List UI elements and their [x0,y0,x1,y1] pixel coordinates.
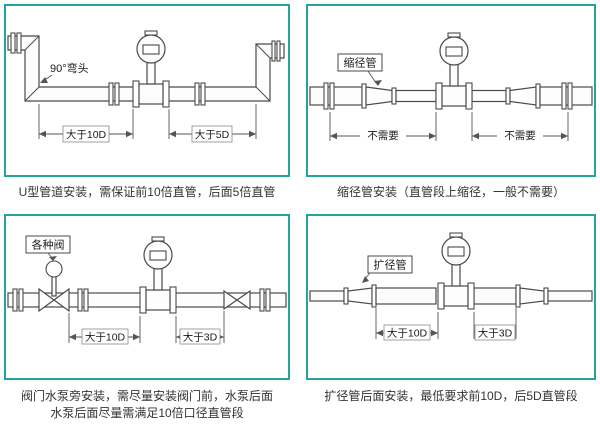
flowmeter-icon [132,30,170,108]
caption-u-type: U型管道安装，需保证前10倍直管，后面5倍直管 [18,185,276,199]
dimension-label: 不需要 [504,130,536,142]
dimension-right: 大于3D [175,311,225,345]
dimension-label: 大于5D [195,128,230,141]
caption-valve-line1: 阀门水泵旁安装，需尽量安装阀门前，水泵后面 [20,389,273,403]
panel-u-type-installation: 大于10D 大于5D 90°弯头 [4,4,290,177]
reducer-fitting [519,287,545,305]
dimension-right: 大于3D [473,308,517,341]
dimension-right: 大于5D [168,104,257,143]
panel-expander-installation: 大于10D 大于3D 扩径管 [306,214,596,380]
diagram-expander: 大于10D 大于3D 扩径管 [309,232,593,341]
pipe-run [309,284,593,308]
callout-reducer: 缩径管 [337,53,383,86]
dimension-label: 大于10D [66,128,107,141]
callout-valve: 各种阀 [25,235,71,261]
expander-fitting [509,86,537,106]
caption-valve-line2: 水泵后面尽量需满足10倍口径直管段 [50,406,244,420]
callout-label: 各种阀 [32,238,65,252]
callout-expander: 扩径管 [362,255,413,283]
flowmeter-icon [139,236,177,314]
dimension-label: 大于10D [387,327,428,340]
panel-valve-installation: 大于10D 大于3D 各种阀 [4,214,290,380]
diagram-u-type: 大于10D 大于5D 90°弯头 [7,30,285,143]
expander-fitting [347,287,373,305]
dimension-label: 不需要 [367,130,399,142]
pipe-run [309,82,593,110]
leader-arrow-icon [40,77,48,83]
leader-arrow-icon [362,276,369,283]
panel-reducer-installation: 不需要 不需要 缩径管 [306,4,596,177]
dimension-label: 大于10D [85,331,126,344]
dimension-left: 不需要 [329,112,437,143]
callout-label: 90°弯头 [50,61,89,75]
dimension-label: 大于3D [478,327,513,340]
caption-valve: 阀门水泵旁安装，需尽量安装阀门前，水泵后面 水泵后面尽量需满足10倍口径直管段 [4,388,290,422]
dimension-label: 大于3D [183,331,218,344]
diagram-valve: 大于10D 大于3D 各种阀 [7,235,287,345]
dimension-left: 大于10D [38,104,134,143]
callout-label: 扩径管 [374,258,407,272]
pipe-flanges [10,32,281,106]
diagram-reducer: 不需要 不需要 缩径管 [309,32,593,143]
caption-expander: 扩径管后面安装，最低要求前10D，后5D直管段 [324,389,578,403]
dimension-left: 大于10D [68,313,141,345]
flowmeter-icon [437,232,475,310]
dimension-left: 大于10D [375,308,439,341]
valve-icon [38,260,70,313]
reducer-fitting [365,86,393,106]
callout-label: 缩径管 [344,56,377,70]
valve-icon [223,289,251,311]
callout-elbow: 90°弯头 [40,61,89,83]
leader-arrow-icon [49,256,57,261]
caption-reducer: 缩径管安装（直管段上缩径，一般不需要） [336,185,565,199]
dimension-right: 不需要 [471,112,569,143]
flowmeter-icon [435,32,473,110]
leader-arrow-icon [374,80,382,86]
